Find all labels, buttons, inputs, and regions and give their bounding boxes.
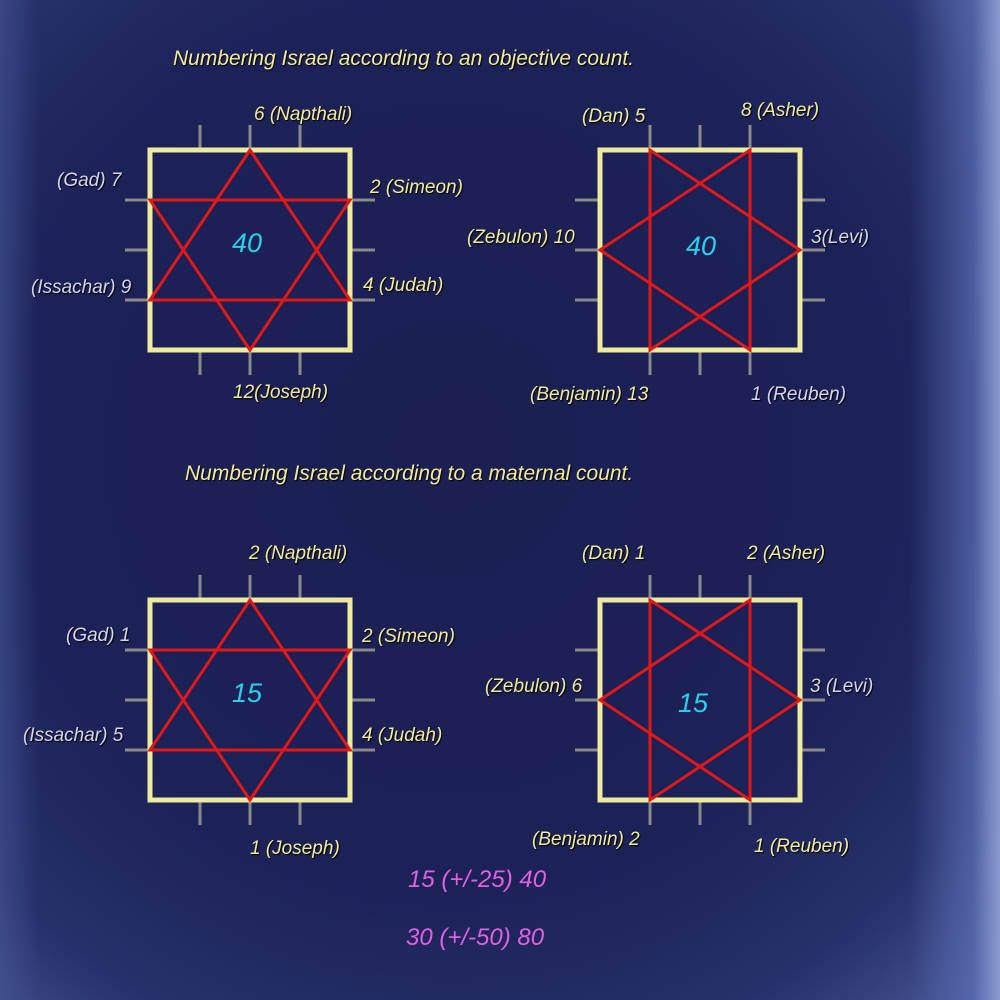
- label-reuben: 1 (Reuben): [754, 836, 850, 857]
- label-napthali: 2 (Napthali): [249, 543, 348, 564]
- formula-line-2: 30 (+/-50) 80: [406, 924, 545, 951]
- star-triangle: [147, 648, 353, 803]
- background-edge-right: [910, 0, 1000, 1000]
- label-benjamin: (Benjamin) 2: [532, 829, 640, 850]
- label-levi: 3(Levi): [811, 227, 870, 248]
- label-benjamin: (Benjamin) 13: [530, 384, 649, 405]
- star-triangle: [147, 198, 353, 353]
- star-triangle: [648, 597, 803, 803]
- label-gad: (Gad) 7: [57, 170, 122, 191]
- label-zebulon: (Zebulon) 6: [485, 676, 583, 697]
- label-joseph: 1 (Joseph): [250, 838, 340, 859]
- label-dan: (Dan) 5: [582, 106, 646, 127]
- label-napthali: 6 (Napthali): [254, 104, 353, 125]
- section-title-maternal: Numbering Israel according to a maternal…: [185, 462, 634, 485]
- label-asher: 8 (Asher): [741, 100, 820, 121]
- star-triangle: [597, 597, 752, 803]
- label-issachar: (Issachar) 9: [31, 277, 132, 298]
- center-total: 15: [232, 678, 263, 708]
- star-triangle: [648, 147, 803, 353]
- star-triangle: [147, 597, 353, 752]
- center-total: 40: [232, 228, 263, 258]
- star-triangle: [597, 147, 752, 353]
- center-total: 15: [678, 688, 709, 718]
- label-reuben: 1 (Reuben): [751, 384, 847, 405]
- label-gad: (Gad) 1: [66, 625, 131, 646]
- star-triangle: [147, 147, 353, 302]
- label-simeon: 2 (Simeon): [362, 626, 455, 647]
- center-total: 40: [686, 231, 717, 261]
- background-edge-left: [0, 0, 40, 1000]
- label-judah: 4 (Judah): [363, 275, 444, 296]
- label-issachar: (Issachar) 5: [23, 725, 124, 746]
- label-levi: 3 (Levi): [810, 676, 874, 697]
- label-dan: (Dan) 1: [582, 543, 646, 564]
- label-judah: 4 (Judah): [362, 725, 443, 746]
- section-title-objective: Numbering Israel according to an objecti…: [173, 47, 635, 70]
- label-simeon: 2 (Simeon): [370, 177, 463, 198]
- label-joseph: 12(Joseph): [233, 382, 329, 403]
- formula-line-1: 15 (+/-25) 40: [408, 866, 547, 893]
- label-asher: 2 (Asher): [747, 543, 826, 564]
- label-zebulon: (Zebulon) 10: [467, 227, 575, 248]
